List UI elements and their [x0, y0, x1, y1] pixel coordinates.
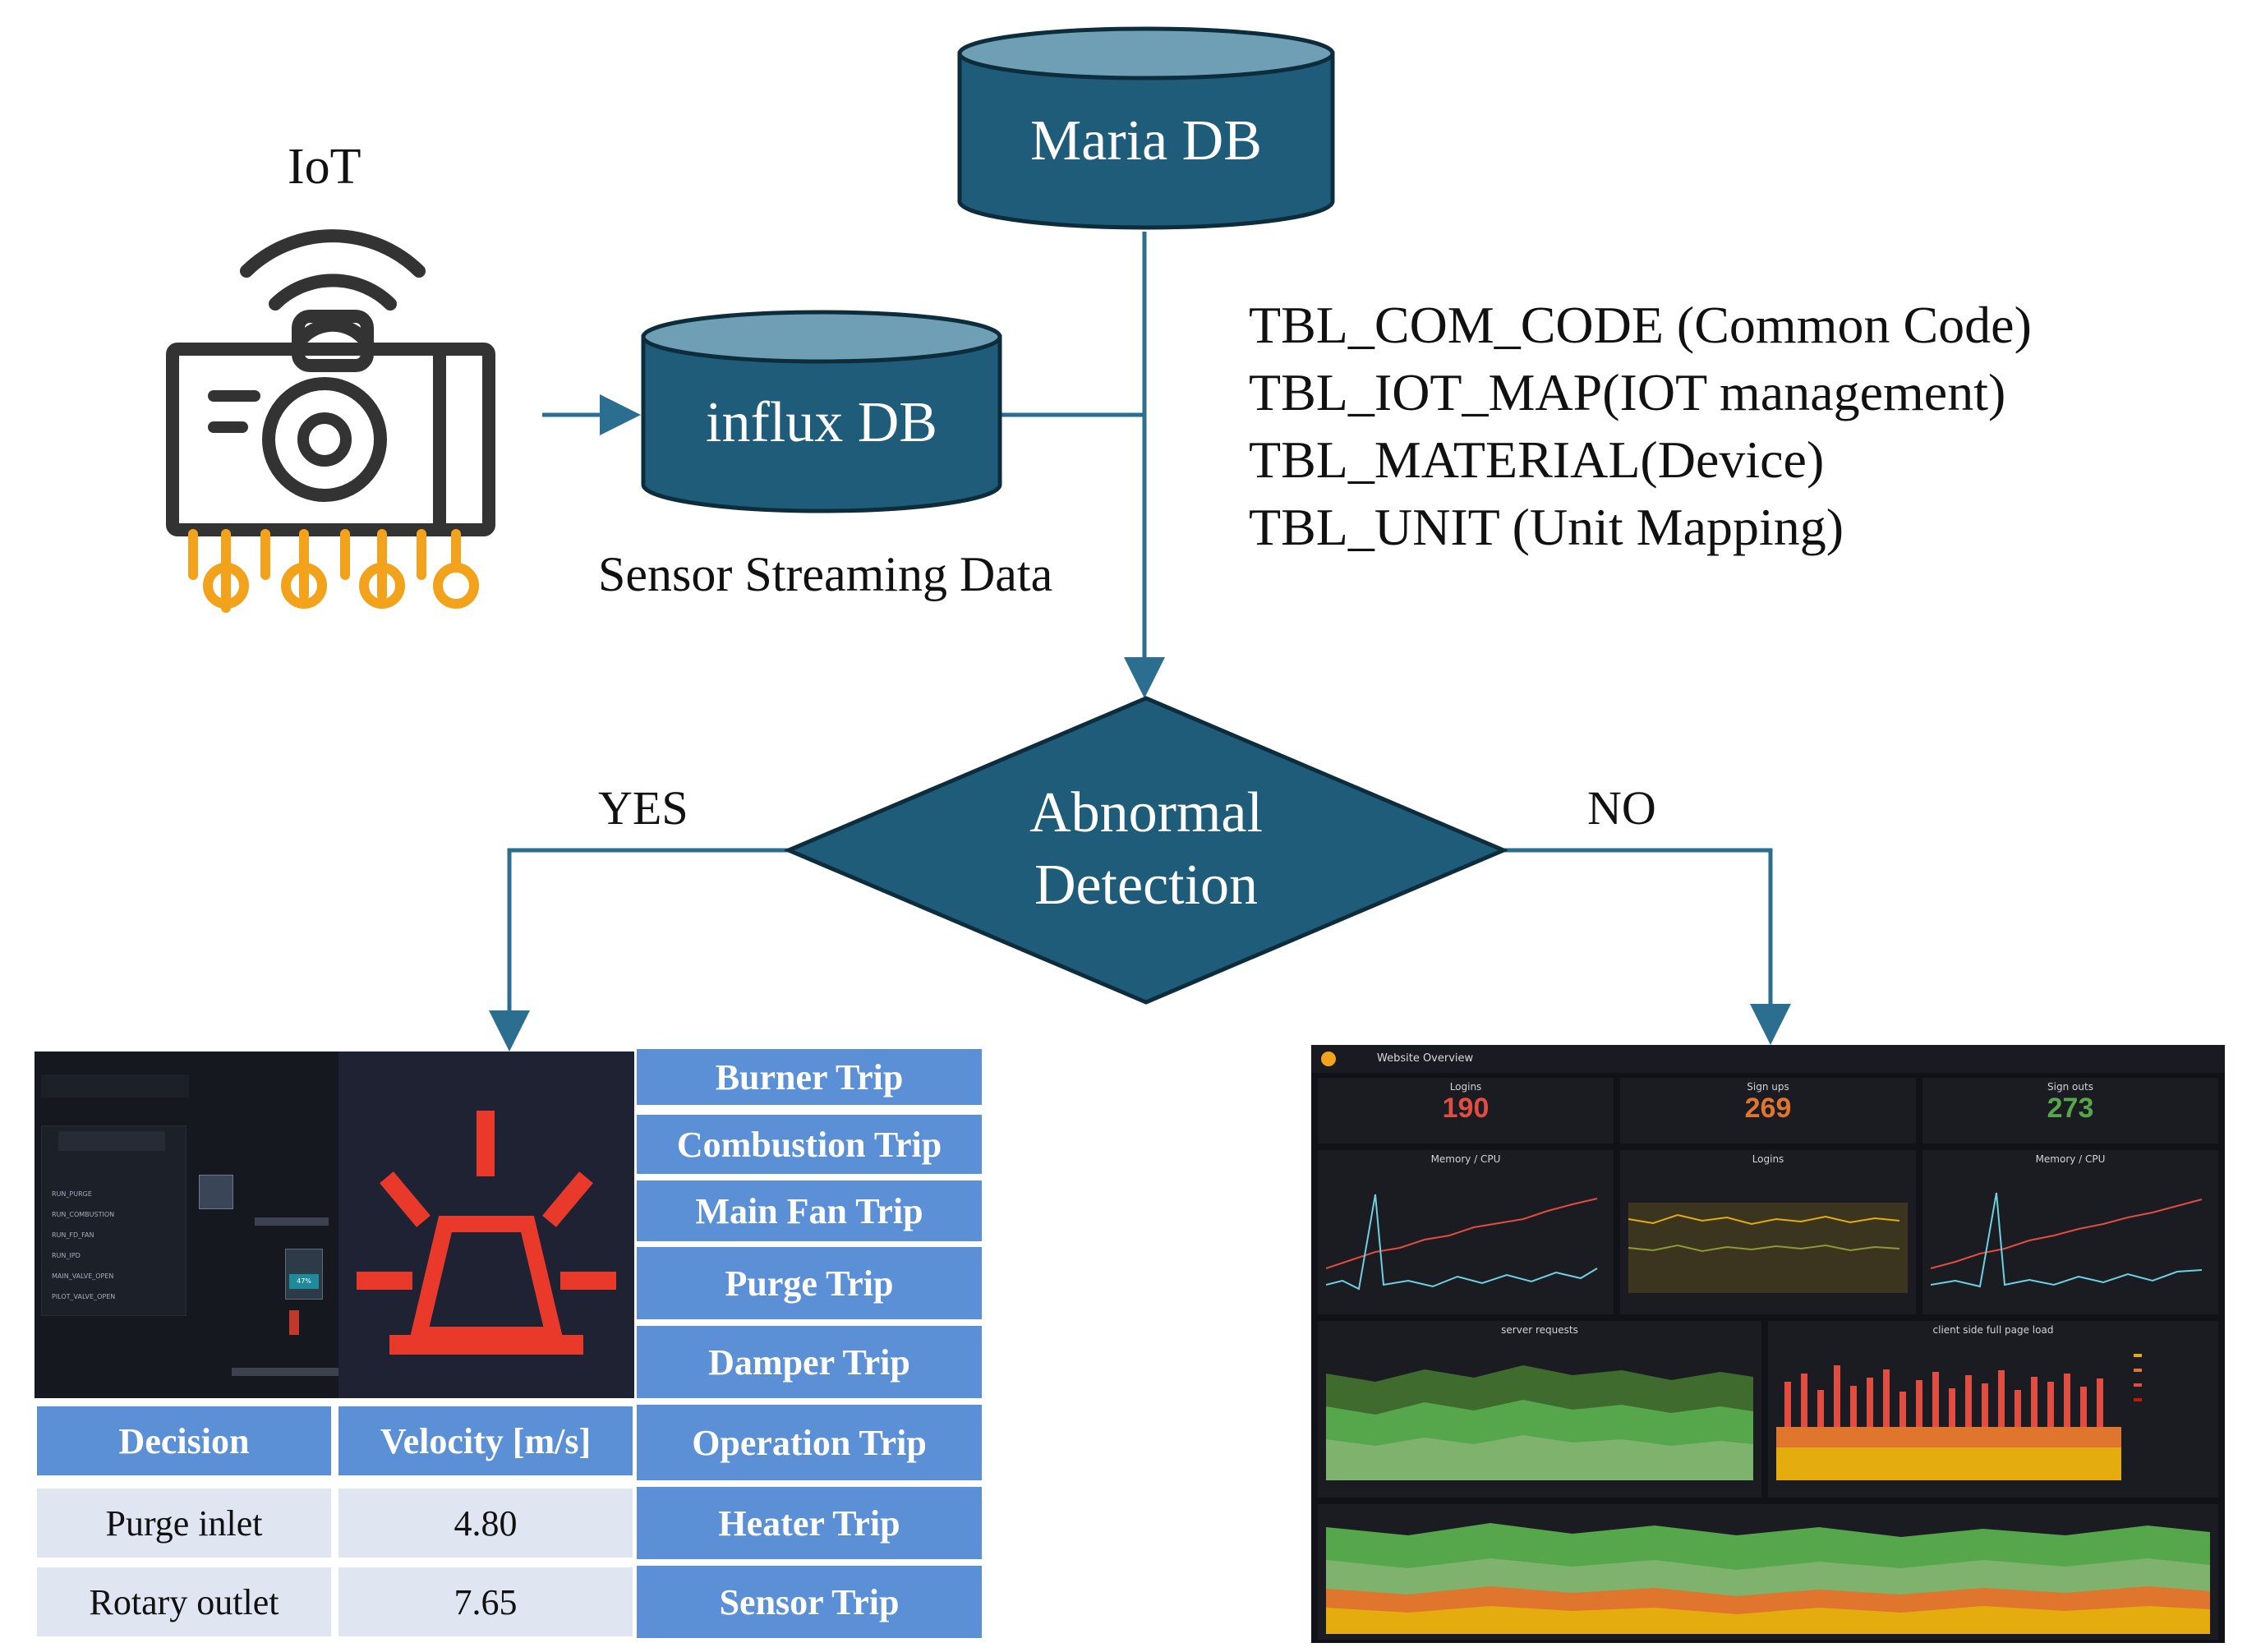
graph-server-requests [1326, 1365, 1753, 1480]
iot-label: IoT [288, 139, 361, 195]
stat-panel: Logins 190 [1318, 1078, 1614, 1144]
hmi-sidebar-item[interactable]: RUN_IPD [52, 1252, 81, 1259]
graph-panel-title: Memory / CPU [2035, 1153, 2106, 1165]
graph-panel-title: server requests [1501, 1324, 1578, 1336]
legend-swatch [2134, 1369, 2142, 1372]
decision-line1: Abnormal [1029, 781, 1263, 844]
graph-panel: Memory / CPU [1318, 1150, 1614, 1314]
stat-label: Logins [1449, 1081, 1482, 1093]
hmi-pipe [255, 1217, 329, 1226]
trip-item: Burner Trip [637, 1049, 982, 1108]
arrow-no-branch [1497, 848, 1791, 1045]
dashboard-topbar: Website Overview [1311, 1045, 2225, 1073]
hmi-sidebar-item[interactable]: RUN_FD_FAN [52, 1231, 94, 1239]
stat-panel: Sign ups 269 [1620, 1078, 1916, 1144]
influx-db-cylinder [641, 310, 1002, 513]
hmi-equipment-box [199, 1175, 233, 1209]
iot-camera-icon [166, 229, 495, 613]
hmi-sidebar-item[interactable]: RUN_COMBUSTION [52, 1211, 115, 1218]
stat-panel: Sign outs 273 [1922, 1078, 2218, 1144]
maria-db-cylinder [957, 26, 1335, 230]
stat-value: 273 [2047, 1093, 2094, 1124]
hmi-sidebar-header [58, 1131, 165, 1151]
dashboard-screenshot: Website Overview Logins 190 Sign ups 269… [1311, 1045, 2225, 1643]
table-item: TBL_IOT_MAP(IOT management) [1249, 363, 2006, 421]
graph-panel: Logins [1620, 1150, 1916, 1314]
table-item: TBL_UNIT (Unit Mapping) [1249, 498, 1844, 556]
velocity-cell-decision: Purge inlet [37, 1489, 331, 1558]
influx-db-label: influx DB [706, 391, 937, 454]
dashboard-title[interactable]: Website Overview [1377, 1052, 1474, 1065]
trip-item: Operation Trip [637, 1405, 982, 1484]
trip-item: Damper Trip [637, 1326, 982, 1401]
table-list: TBL_COM_CODE (Common Code) TBL_IOT_MAP(I… [1249, 292, 2032, 561]
hmi-topbar [41, 1074, 189, 1097]
hmi-sidebar: RUN_PURGE RUN_COMBUSTION RUN_FD_FAN RUN_… [41, 1125, 186, 1316]
graph-panel: server requests [1318, 1321, 1761, 1498]
velocity-cell-value: 7.65 [338, 1567, 633, 1636]
graph-panel: Memory / CPU [1922, 1150, 2218, 1314]
hmi-screenshot: RUN_PURGE RUN_COMBUSTION RUN_FD_FAN RUN_… [35, 1051, 338, 1398]
graph-panel-title: Memory / CPU [1430, 1153, 1501, 1165]
maria-db-label: Maria DB [1030, 109, 1262, 173]
table-item: TBL_MATERIAL(Device) [1249, 430, 1825, 489]
graph-legend [2134, 1354, 2208, 1436]
stat-label: Sign outs [2047, 1081, 2093, 1093]
decision-line2: Detection [1034, 854, 1259, 917]
velocity-cell-decision: Rotary outlet [37, 1567, 331, 1636]
graph-panel-title: client side full page load [1932, 1324, 2054, 1336]
no-label: NO [1587, 781, 1656, 835]
graph-stacked-wide [1326, 1523, 2210, 1634]
trip-item: Combustion Trip [637, 1115, 982, 1177]
legend-swatch [2134, 1383, 2142, 1387]
arrow-yes-branch [489, 848, 793, 1051]
yes-label: YES [598, 781, 688, 835]
graph-memory-cpu-2 [1931, 1192, 2203, 1288]
graph-page-load [1776, 1365, 2121, 1480]
hmi-sidebar-item[interactable]: RUN_PURGE [52, 1190, 92, 1198]
graph-memory-cpu [1326, 1194, 1598, 1291]
hmi-valve [289, 1310, 299, 1335]
sensor-streaming-caption: Sensor Streaming Data [598, 547, 1053, 601]
trip-item: Main Fan Trip [637, 1180, 982, 1245]
hmi-gauge: 47% [285, 1249, 323, 1300]
decision-diamond [785, 696, 1508, 1005]
hmi-gauge-value: 47% [289, 1274, 319, 1289]
stat-value: 269 [1744, 1093, 1792, 1124]
velocity-header-decision: Decision [37, 1406, 331, 1475]
velocity-cell-value: 4.80 [338, 1489, 633, 1558]
legend-swatch [2134, 1354, 2142, 1357]
trip-item: Sensor Trip [637, 1566, 982, 1641]
graph-panel-title: Logins [1752, 1153, 1784, 1165]
trip-item: Heater Trip [637, 1487, 982, 1562]
table-item: TBL_COM_CODE (Common Code) [1249, 296, 2032, 354]
hmi-sidebar-item[interactable]: MAIN_VALVE_OPEN [52, 1272, 114, 1280]
dashboard-logo-icon [1321, 1051, 1336, 1066]
legend-swatch [2134, 1398, 2142, 1401]
graph-panel: client side full page load [1768, 1321, 2218, 1498]
graph-panel-wide [1318, 1504, 2218, 1640]
stat-label: Sign ups [1747, 1081, 1789, 1093]
trip-item: Purge Trip [637, 1247, 982, 1323]
stat-value: 190 [1442, 1093, 1490, 1124]
hmi-pipe [232, 1368, 338, 1376]
alarm-siren-icon [357, 1111, 616, 1355]
hmi-sidebar-item[interactable]: PILOT_VALVE_OPEN [52, 1293, 116, 1300]
velocity-header-velocity: Velocity [m/s] [338, 1406, 633, 1475]
graph-logins [1628, 1203, 1908, 1293]
alarm-panel [338, 1051, 634, 1398]
